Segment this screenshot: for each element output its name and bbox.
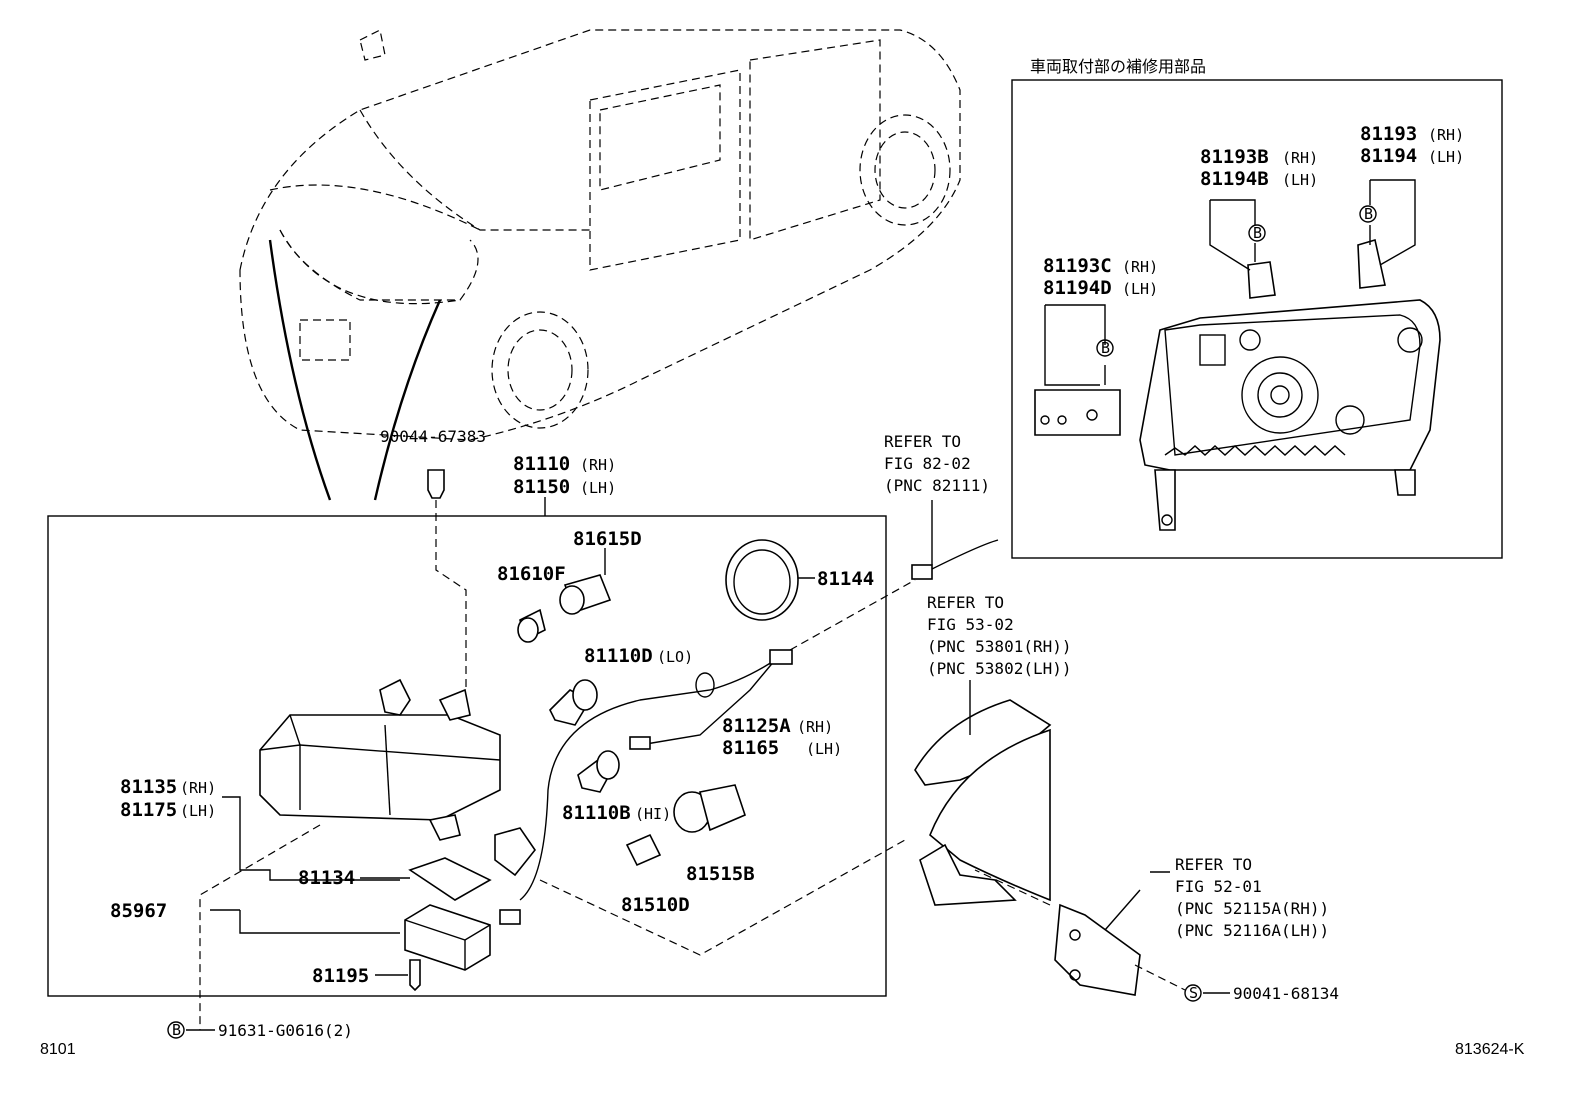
main-frame xyxy=(47,515,887,997)
label-81194B: 81194B xyxy=(1200,168,1269,190)
label-81610F: 81610F xyxy=(497,563,566,585)
label-81515B: 81515B xyxy=(686,863,755,885)
ref1-line3: (PNC 82111) xyxy=(884,476,990,495)
cover-81144 xyxy=(725,539,815,621)
inset-bracket-81193C xyxy=(1034,304,1121,436)
label-81150: 81150 xyxy=(513,476,570,498)
label-81193C-side: (RH) xyxy=(1122,258,1158,276)
inset-headlamp xyxy=(1139,299,1441,531)
label-81110D: 81110D xyxy=(584,645,653,667)
label-81150-side: (LH) xyxy=(580,479,616,497)
b-marker-icon xyxy=(167,205,1377,1039)
label-81194D-side: (LH) xyxy=(1122,280,1158,298)
fender-part xyxy=(914,690,1052,906)
ref2-line1: REFER TO xyxy=(927,593,1004,612)
bulb-81110D xyxy=(549,679,598,726)
bracket-52115A xyxy=(974,869,1186,996)
inset-bracket-81193B xyxy=(1209,199,1276,299)
label-81193B-side: (RH) xyxy=(1282,149,1318,167)
label-81195: 81195 xyxy=(312,965,369,987)
ref2-line4: (PNC 53802(LH)) xyxy=(927,659,1072,678)
ref2-line2: FIG 53-02 xyxy=(927,615,1014,634)
gasket-81134 xyxy=(408,857,492,901)
label-81110: 81110 xyxy=(513,453,570,475)
label-81165-side: (LH) xyxy=(806,740,842,758)
b-marker-text: B xyxy=(1364,205,1373,223)
bulb-81110B xyxy=(577,750,620,793)
footer-right-code: 813624-K xyxy=(1455,1041,1525,1058)
label-81135-side: (RH) xyxy=(180,779,216,797)
ref3-line1: REFER TO xyxy=(1175,855,1252,874)
ref3-line4: (PNC 52116A(LH)) xyxy=(1175,921,1329,940)
label-81110B: 81110B xyxy=(562,802,631,824)
clip-part xyxy=(427,469,467,690)
s-marker-icon xyxy=(186,984,1230,1031)
label-81125A: 81125A xyxy=(722,715,791,737)
inset-bracket-81193 xyxy=(1357,179,1416,289)
label-81193-side: (RH) xyxy=(1428,126,1464,144)
screw-81195 xyxy=(409,959,421,992)
b-marker-text: B xyxy=(172,1021,181,1039)
ref2-line3: (PNC 53801(RH)) xyxy=(927,637,1072,656)
bulb-81510D xyxy=(625,833,662,867)
label-81193: 81193 xyxy=(1360,123,1417,145)
ref3-line3: (PNC 52115A(RH)) xyxy=(1175,899,1329,918)
wiring-harness xyxy=(499,500,999,925)
b-marker-text: B xyxy=(1253,224,1262,242)
label-81125A-side: (RH) xyxy=(797,718,833,736)
ref1-line2: FIG 82-02 xyxy=(884,454,971,473)
label-81194-side: (LH) xyxy=(1428,148,1464,166)
label-81135: 81135 xyxy=(120,776,177,798)
s-marker-text: S xyxy=(1189,984,1198,1002)
socket-81515B xyxy=(673,784,746,833)
b-marker-text: B xyxy=(1101,339,1110,357)
label-81193B: 81193B xyxy=(1200,146,1269,168)
label-81615D: 81615D xyxy=(573,528,642,550)
label-81165: 81165 xyxy=(722,737,779,759)
computer-85967 xyxy=(404,904,491,971)
label-90044-67383: 90044-67383 xyxy=(380,427,486,446)
label-81110B-side: (HI) xyxy=(635,805,671,823)
label-90041-68134: 90041-68134 xyxy=(1233,984,1339,1003)
headlamp-unit xyxy=(259,678,501,841)
label-81510D: 81510D xyxy=(621,894,690,916)
label-91631-G0616: 91631-G0616(2) xyxy=(218,1021,353,1040)
inset-title: 車両取付部の補修用部品 xyxy=(1030,57,1206,76)
label-81110-side: (RH) xyxy=(580,456,616,474)
label-81194B-side: (LH) xyxy=(1282,171,1318,189)
label-81193C: 81193C xyxy=(1043,255,1112,277)
vehicle-outline xyxy=(239,29,961,501)
inset-frame xyxy=(1011,79,1503,559)
label-85967: 85967 xyxy=(110,900,167,922)
label-81110D-side: (LO) xyxy=(657,648,693,666)
bulb-81610F xyxy=(517,608,546,643)
label-81134: 81134 xyxy=(298,867,355,889)
footer-left-code: 8101 xyxy=(40,1041,76,1058)
socket-81615D xyxy=(559,548,612,615)
ref3-line2: FIG 52-01 xyxy=(1175,877,1262,896)
label-81175: 81175 xyxy=(120,799,177,821)
label-81175-side: (LH) xyxy=(180,802,216,820)
label-81194D: 81194D xyxy=(1043,277,1112,299)
label-81144: 81144 xyxy=(817,568,874,590)
label-81194: 81194 xyxy=(1360,145,1417,167)
ref1-line1: REFER TO xyxy=(884,432,961,451)
